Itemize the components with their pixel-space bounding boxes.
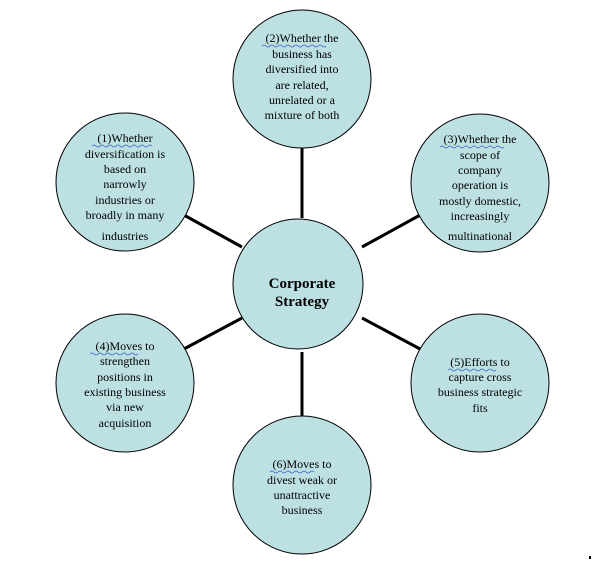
node-3-line-6: increasingly <box>451 209 510 223</box>
node-1-line-3: based on <box>104 162 146 176</box>
node-3-spell-underline <box>439 145 505 149</box>
node-4-line-5: via new <box>106 400 144 414</box>
node-2-text: (2)Whether the business has diversified … <box>265 31 340 122</box>
node-6-line-3: unattractive <box>274 488 331 502</box>
node-1-text: (1)Whether diversification is based on n… <box>85 131 166 243</box>
connector-4 <box>181 316 243 352</box>
node-2: (2)Whether the business has diversified … <box>232 9 372 149</box>
node-4-line-6: acquisition <box>99 416 152 430</box>
node-6-circle <box>232 415 372 555</box>
node-1-spell-underline <box>91 144 153 148</box>
node-2-line-5: unrelated or a <box>269 93 336 107</box>
node-2-spell-underline <box>261 44 327 48</box>
node-5-line-4: fits <box>472 401 488 415</box>
node-4-line-4: existing business <box>84 385 166 399</box>
node-4-line-3: positions in <box>97 370 153 384</box>
node-1-line-7: industries <box>102 229 149 243</box>
node-3: (3)Whether the scope of company operatio… <box>410 113 550 253</box>
node-6-line-2: divest weak or <box>267 473 337 487</box>
node-5: (5)Efforts to capture cross business str… <box>410 313 550 453</box>
center-line-1: Corporate <box>269 276 336 292</box>
node-3-circle <box>410 113 550 253</box>
node-5-line-1: (5)Efforts to <box>450 355 509 369</box>
node-1-circle <box>55 112 195 252</box>
node-3-line-7: multinational <box>448 229 513 243</box>
node-5-line-3: business strategic <box>438 385 522 399</box>
node-4: (4)Moves to strengthen positions in exis… <box>55 313 195 453</box>
node-3-line-2: scope of <box>460 148 500 162</box>
center-circle <box>232 218 364 350</box>
center-node: Corporate Strategy <box>232 218 364 350</box>
node-1-line-2: diversification is <box>85 147 166 161</box>
connectors <box>181 148 423 416</box>
node-3-text: (3)Whether the scope of company operatio… <box>439 132 521 243</box>
node-2-line-4: are related, <box>275 78 328 92</box>
node-6-line-1: (6)Moves to <box>273 457 332 471</box>
connector-1 <box>181 212 243 249</box>
node-3-line-5: mostly domestic, <box>439 194 521 208</box>
node-5-spell-underline <box>447 368 497 372</box>
node-5-text: (5)Efforts to capture cross business str… <box>438 355 522 415</box>
connector-5 <box>361 316 423 352</box>
page-corner-mark <box>589 556 591 559</box>
node-4-spell-underline <box>89 352 139 356</box>
node-1-line-1: (1)Whether <box>97 131 152 145</box>
node-2-line-3: diversified into <box>266 62 339 76</box>
node-3-line-1: (3)Whether the <box>444 132 517 146</box>
node-1-line-4: narrowly <box>103 177 146 191</box>
node-2-line-2: business has <box>272 47 332 61</box>
node-1-line-6: broadly in many <box>86 208 165 222</box>
node-2-line-1: (2)Whether the <box>266 31 339 45</box>
node-2-circle <box>232 9 372 149</box>
node-5-circle <box>410 313 550 453</box>
node-2-line-6: mixture of both <box>265 108 340 122</box>
node-4-line-1: (4)Moves to <box>96 339 155 353</box>
connector-3 <box>361 212 423 249</box>
center-line-2: Strategy <box>275 294 330 310</box>
node-6-spell-underline <box>269 470 315 474</box>
node-6-text: (6)Moves to divest weak or unattractive … <box>267 457 337 517</box>
node-1: (1)Whether diversification is based on n… <box>55 112 195 252</box>
node-6-line-4: business <box>282 503 323 517</box>
node-3-line-4: operation is <box>452 178 509 192</box>
node-1-line-5: industries or <box>95 193 155 207</box>
node-4-line-2: strengthen <box>100 354 150 368</box>
node-5-line-2: capture cross <box>449 370 512 384</box>
node-4-text: (4)Moves to strengthen positions in exis… <box>84 339 166 430</box>
node-6: (6)Moves to divest weak or unattractive … <box>232 415 372 555</box>
node-3-line-3: company <box>458 163 502 177</box>
node-4-circle <box>55 313 195 453</box>
